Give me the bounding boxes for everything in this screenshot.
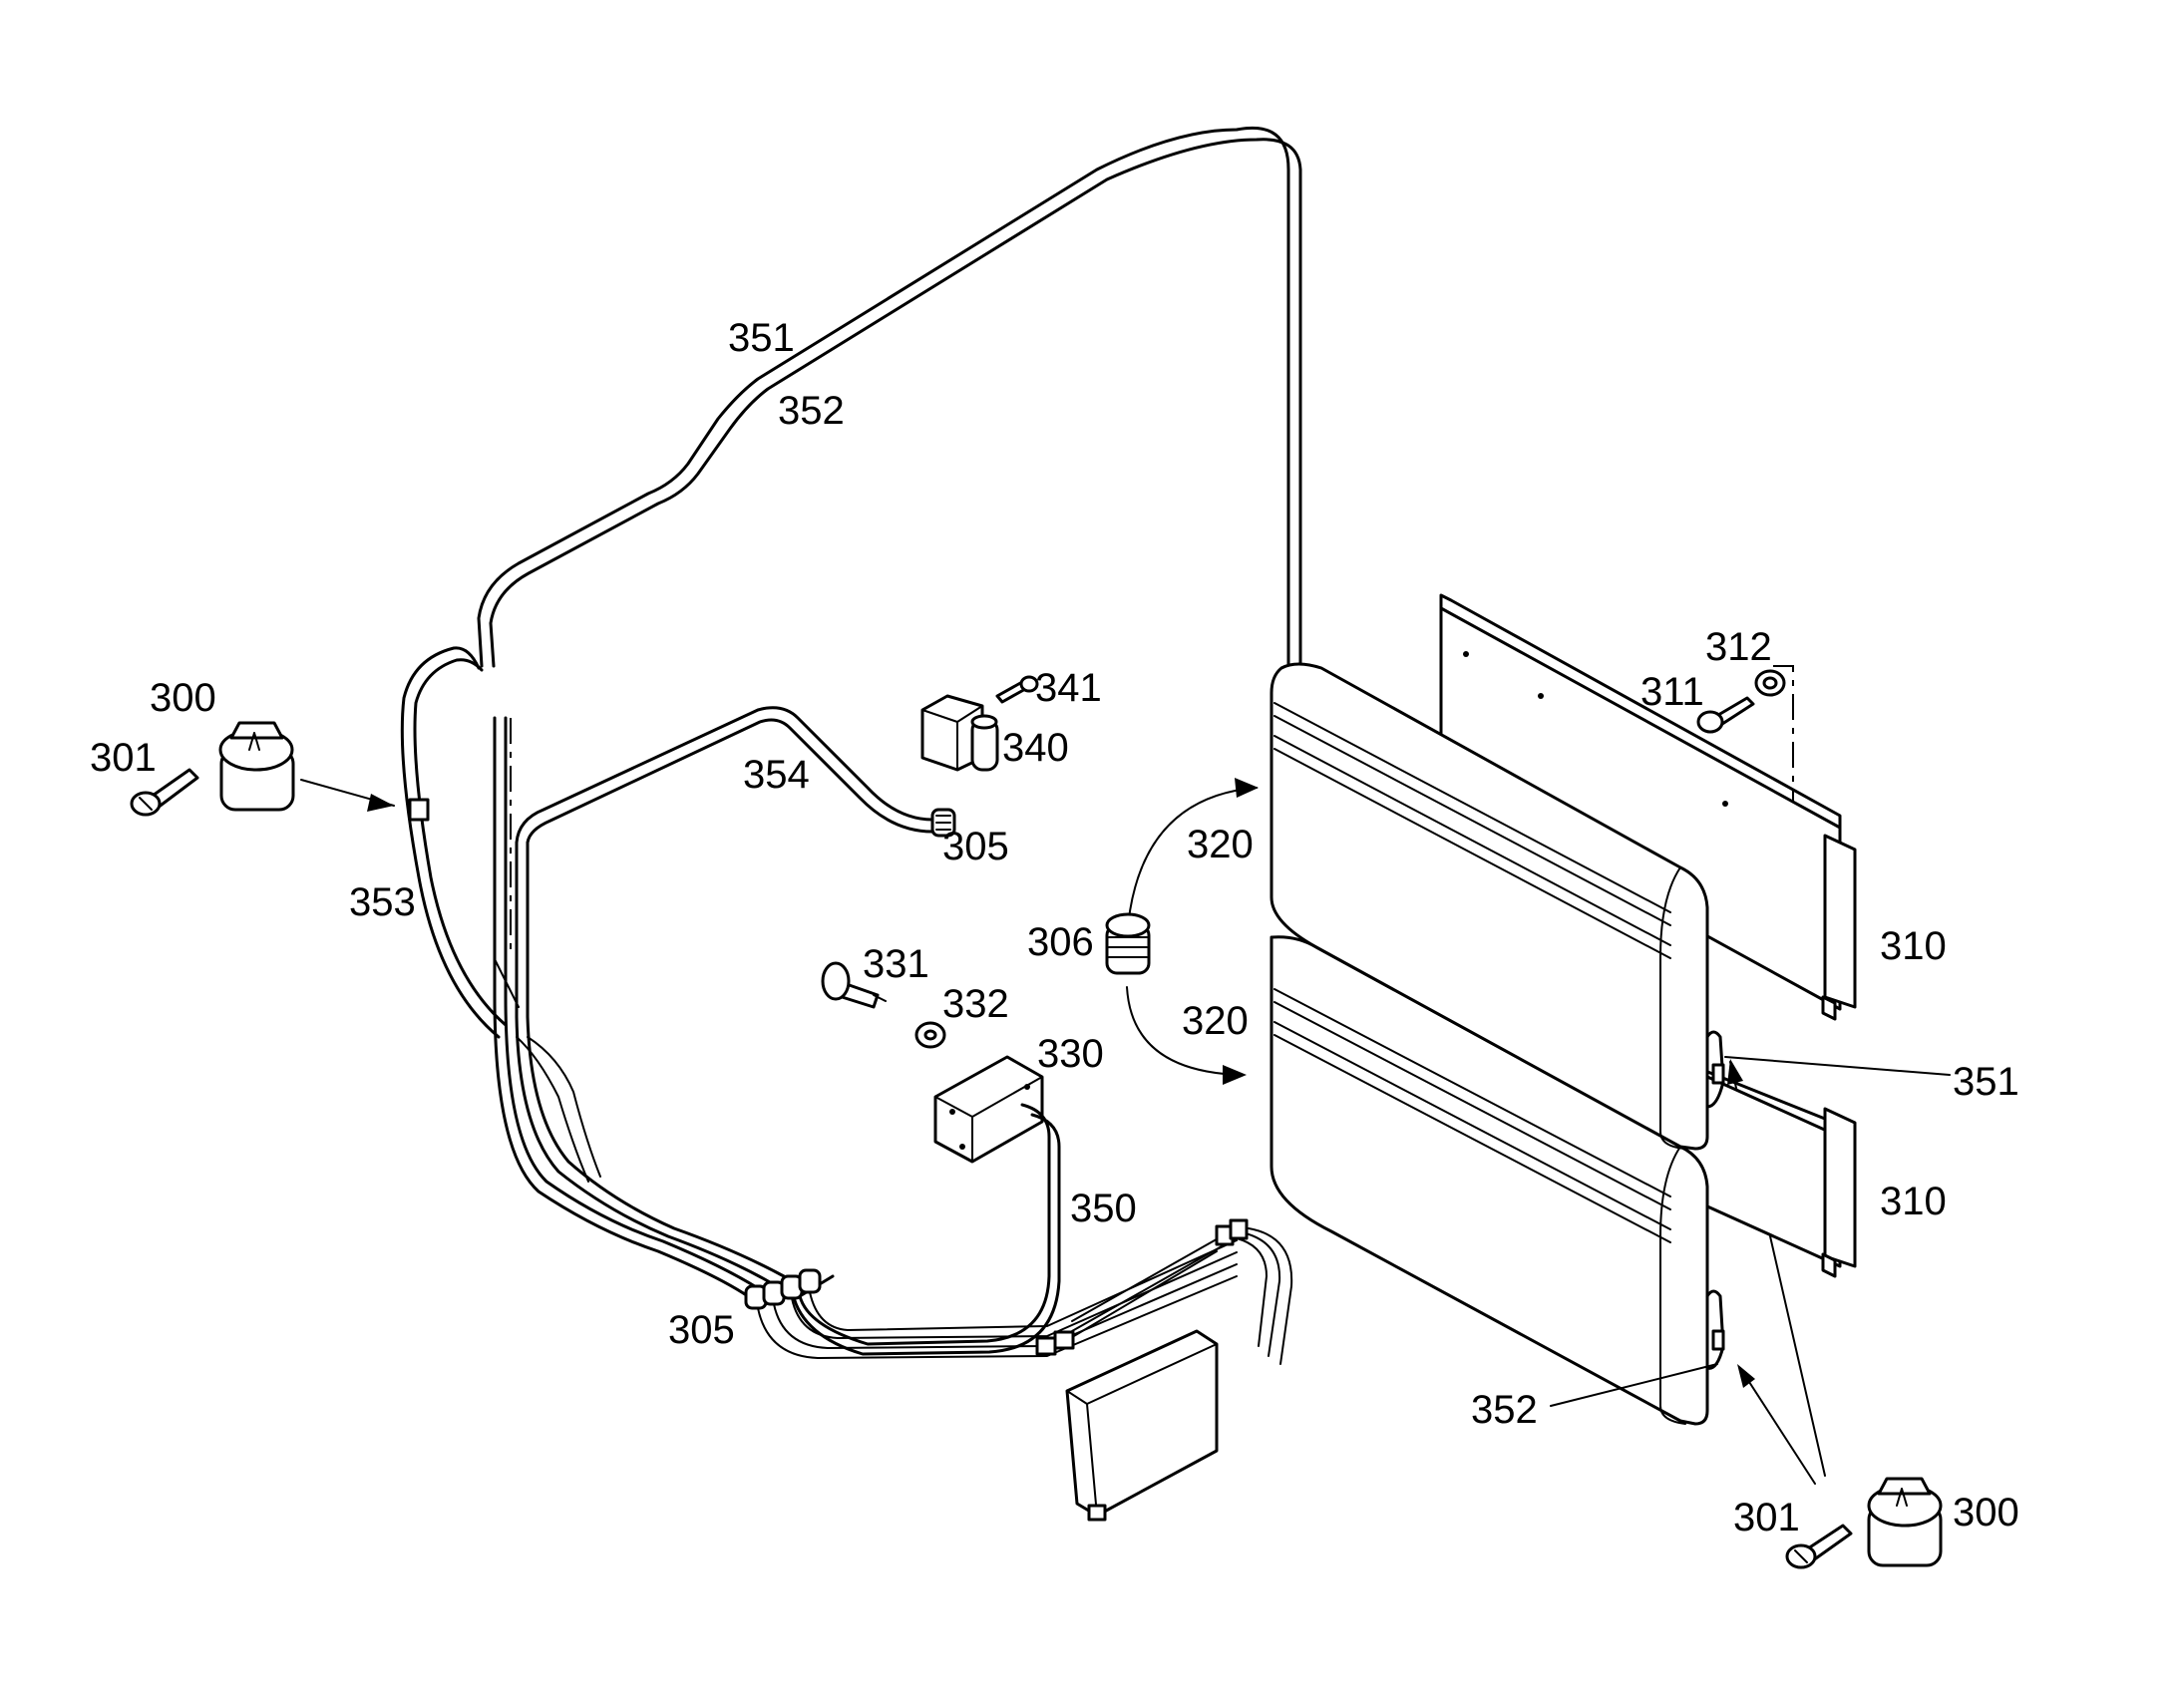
- connector-300-right: [1867, 1477, 1943, 1567]
- harness-branch-box: [1071, 1218, 1293, 1365]
- label-331: 331: [863, 942, 929, 986]
- label-311: 311: [1640, 670, 1704, 714]
- label-341: 341: [1035, 666, 1102, 710]
- label-305-top: 305: [942, 825, 1009, 868]
- label-320-top: 320: [1187, 823, 1254, 866]
- connector-300-left: [218, 721, 295, 812]
- grommet-305-top: [930, 808, 956, 838]
- label-300-left: 300: [150, 676, 216, 720]
- arrow-320-bottom: [1126, 986, 1247, 1085]
- panel-cable-ends: [1705, 1030, 1725, 1370]
- gland-306: [1105, 912, 1151, 975]
- screw-301-left: [130, 768, 199, 817]
- cable-350: [791, 1103, 1061, 1356]
- label-351-right: 351: [1953, 1060, 2019, 1104]
- label-305-bottom: 305: [668, 1308, 735, 1352]
- panel-bottom: [1270, 935, 1709, 1426]
- panel-top: [1270, 662, 1709, 1151]
- label-352-right: 352: [1471, 1388, 1538, 1432]
- label-352-top: 352: [778, 389, 845, 433]
- washer-332: [914, 1021, 946, 1049]
- label-340: 340: [1002, 726, 1069, 770]
- label-332: 332: [942, 982, 1009, 1026]
- leader-351: [1724, 1056, 1951, 1076]
- cable-351-352-loop: [477, 126, 1302, 668]
- grommets-305-bottom: [744, 1268, 822, 1310]
- arrow-left-clip: [300, 779, 395, 812]
- cable-353: [400, 646, 508, 1039]
- label-306: 306: [1027, 920, 1094, 964]
- label-320-bottom: 320: [1182, 999, 1249, 1043]
- label-310-bottom: 310: [1880, 1180, 1947, 1223]
- bolt-331: [821, 961, 887, 1009]
- harness-fanout: [757, 1239, 1238, 1359]
- leader-352: [1550, 1363, 1718, 1407]
- label-354: 354: [743, 753, 810, 797]
- washer-312: [1754, 669, 1786, 697]
- mounting-plate-bottom: [1683, 1065, 1857, 1278]
- label-351-top: 351: [728, 316, 795, 360]
- screw-341: [995, 675, 1039, 704]
- junction-box-330: [933, 1055, 1044, 1164]
- screw-301-right: [1785, 1524, 1853, 1569]
- label-301-right: 301: [1733, 1496, 1800, 1539]
- cable-354: [515, 706, 947, 845]
- harness-trunk: [493, 716, 786, 1298]
- label-353: 353: [349, 880, 416, 924]
- label-350: 350: [1070, 1187, 1137, 1230]
- mounting-plate-top: [1439, 593, 1857, 1021]
- label-301-left: 301: [90, 736, 157, 780]
- screw-311: [1696, 696, 1755, 734]
- control-box: [1065, 1329, 1219, 1522]
- label-310-top: 310: [1880, 924, 1947, 968]
- part-labels: 351 352 300 301 353 354 341 340 305 312 …: [90, 316, 2019, 1539]
- transformer-340: [920, 694, 999, 772]
- label-330: 330: [1037, 1032, 1104, 1076]
- cable-clip: [408, 798, 430, 822]
- label-300-right: 300: [1953, 1491, 2019, 1535]
- arrow-320-top: [1126, 778, 1259, 938]
- label-312: 312: [1705, 625, 1772, 669]
